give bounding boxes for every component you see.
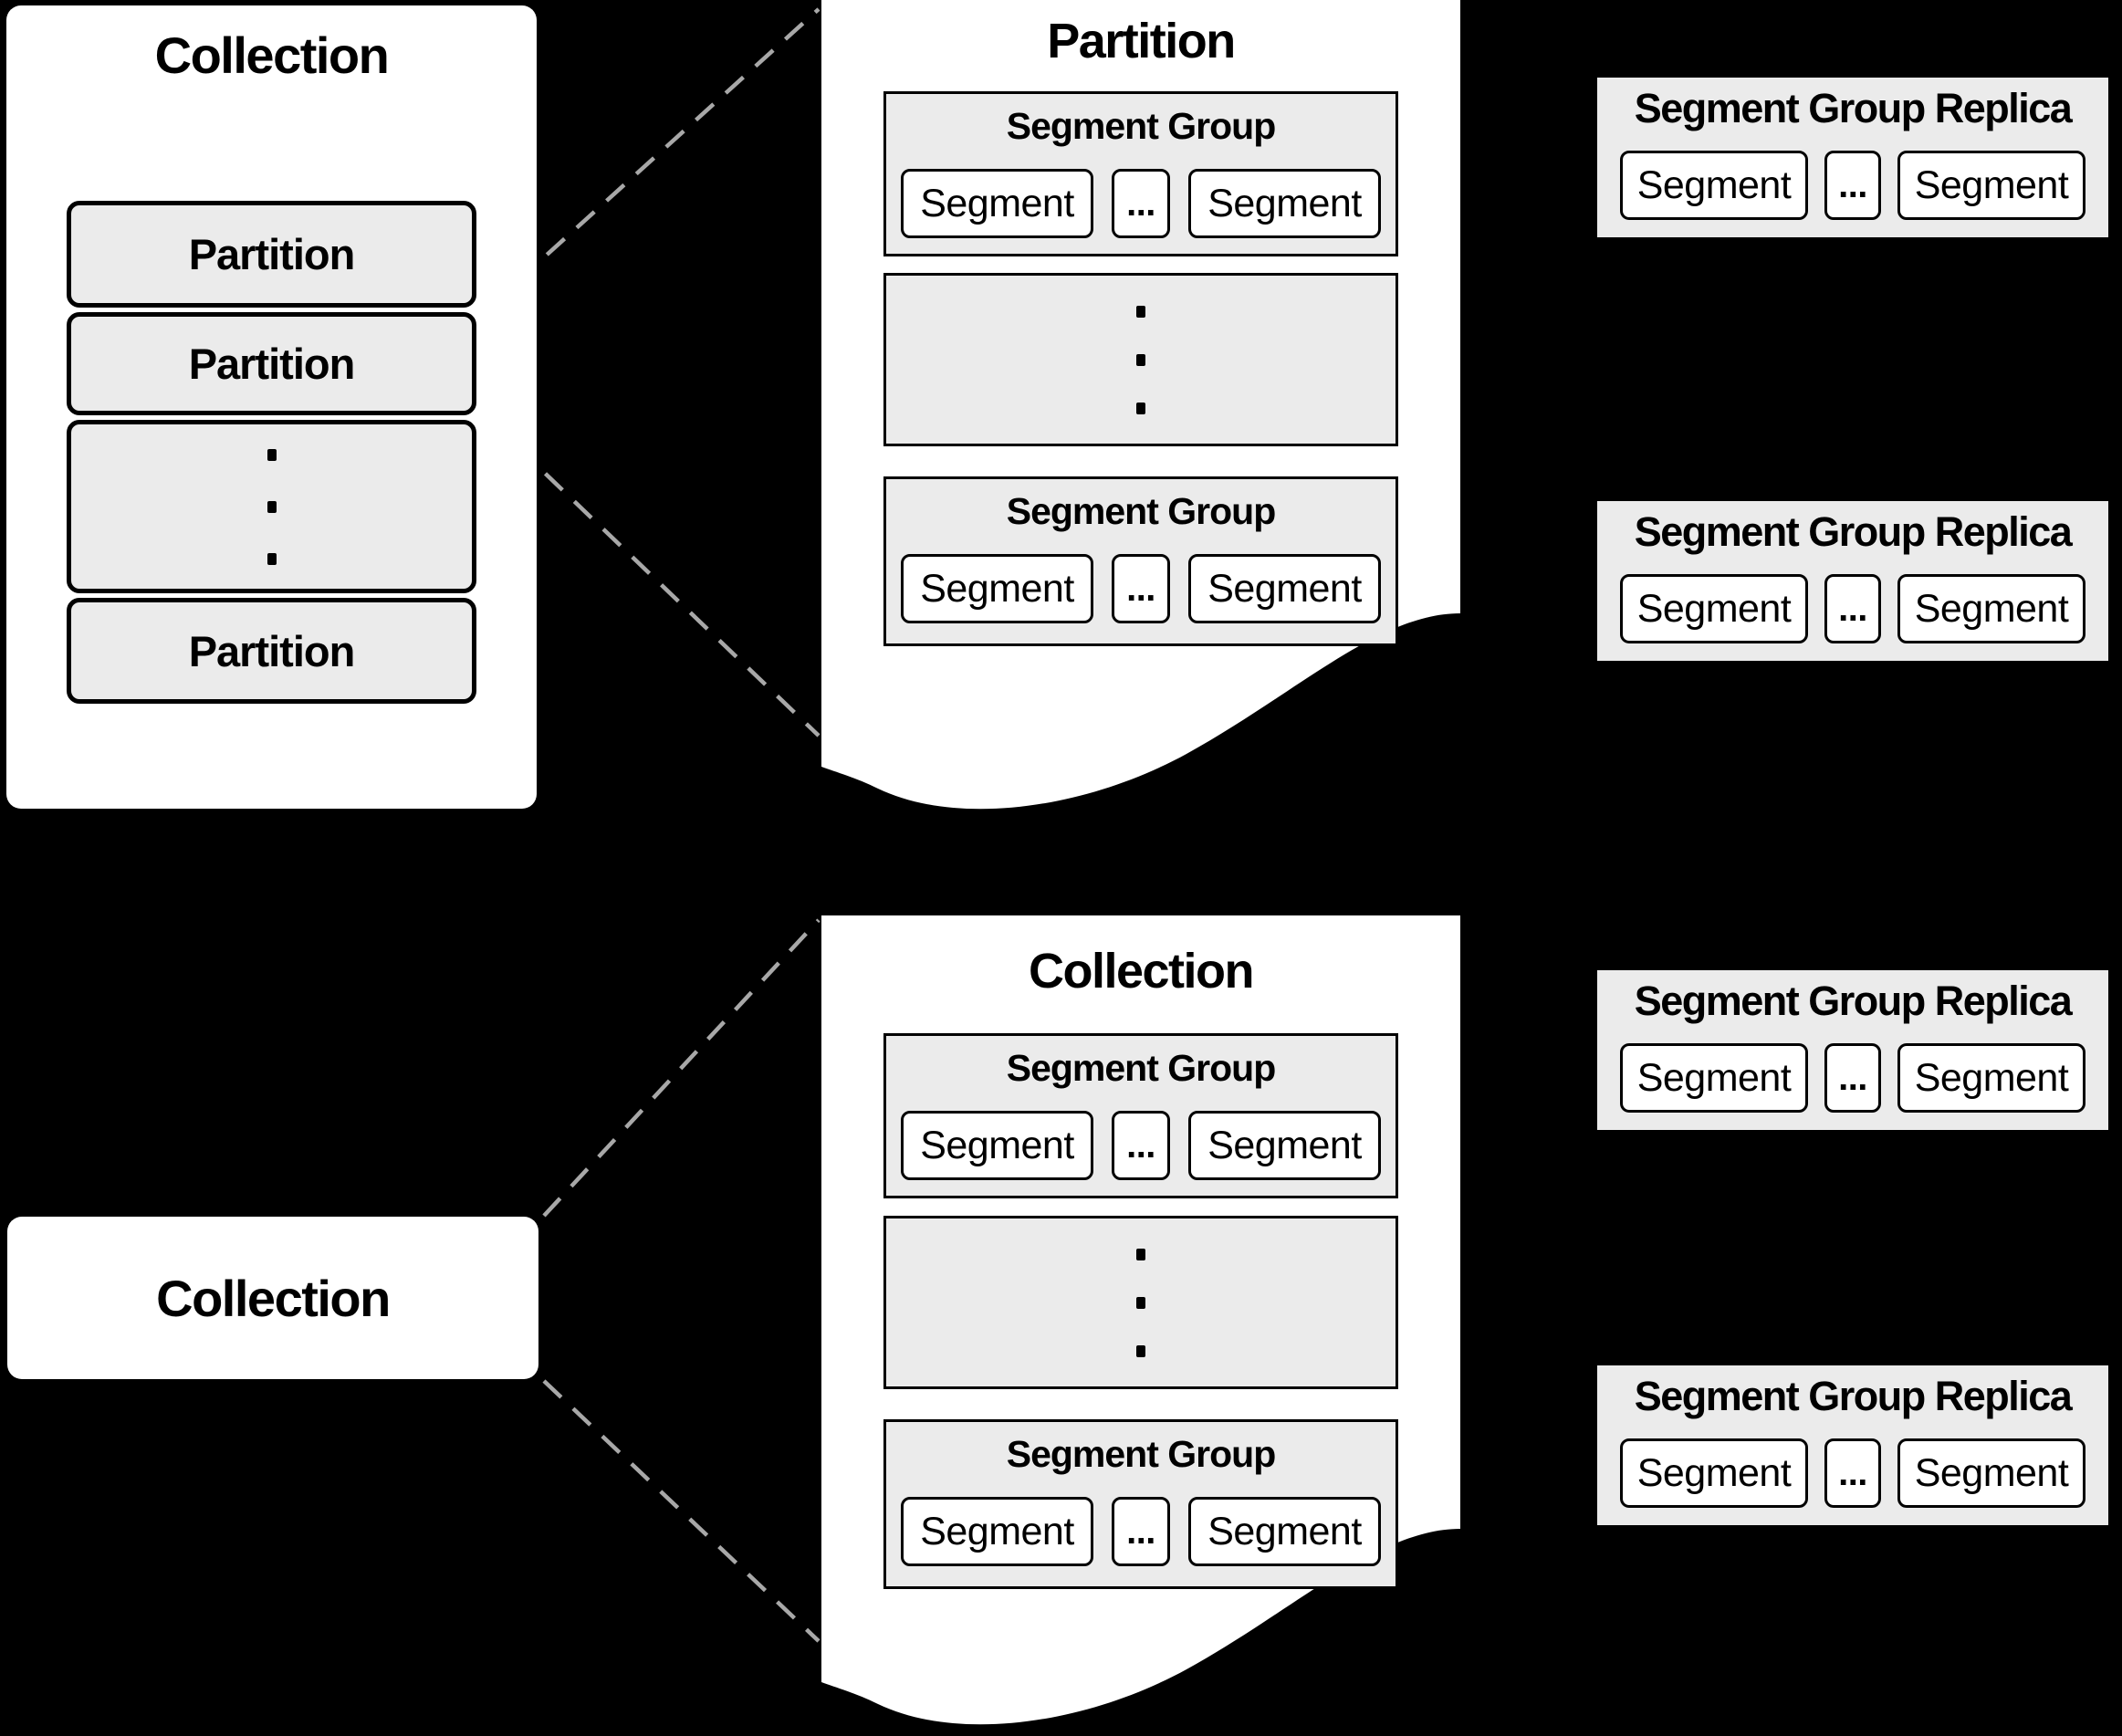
segment-group-replica: Segment Group Replica Segment ... Segmen… — [1597, 1365, 2108, 1525]
dashed-connector-line — [486, 416, 821, 737]
segment-box: Segment — [1897, 151, 2085, 220]
partition-box: Partition — [67, 598, 476, 704]
collection-detail-title: Collection — [1028, 944, 1255, 999]
dashed-connector-line — [542, 1379, 821, 1643]
replica-title: Segment Group Replica — [1634, 978, 2073, 1024]
segment-group-title: Segment Group — [1006, 105, 1277, 147]
ellipsis-box: ... — [1824, 151, 1881, 220]
segment-box: Segment — [901, 1111, 1093, 1180]
ellipsis-box: ... — [1112, 169, 1170, 238]
segment-group: Segment Group Segment ... Segment — [883, 91, 1398, 256]
replica-title: Segment Group Replica — [1634, 508, 2073, 555]
ellipsis-box: ... — [1112, 1111, 1170, 1180]
ellipsis-box: ... — [1824, 574, 1881, 643]
segment-box: Segment — [1620, 574, 1808, 643]
partition-detail-panel: Partition Segment Group Segment ... Segm… — [821, 0, 1460, 826]
segment-group-title: Segment Group — [1006, 490, 1277, 532]
ellipsis-box: ... — [1112, 1497, 1170, 1566]
partition-detail-title: Partition — [1047, 14, 1236, 68]
segment-box: Segment — [901, 554, 1093, 623]
segment-group-ellipsis-box — [883, 273, 1398, 446]
partition-ellipsis-box — [67, 420, 476, 593]
segment-group-replica: Segment Group Replica Segment ... Segmen… — [1597, 970, 2108, 1130]
segment-row: Segment ... Segment — [886, 169, 1396, 238]
segment-box: Segment — [1188, 1497, 1381, 1566]
vertical-ellipsis-icon — [886, 276, 1396, 444]
segment-box: Segment — [1897, 1043, 2085, 1113]
collection-panel-title: Collection — [154, 26, 390, 84]
ellipsis-box: ... — [1824, 1438, 1881, 1508]
segment-row: Segment ... Segment — [1597, 1043, 2108, 1113]
segment-group-title: Segment Group — [1006, 1047, 1277, 1089]
segment-group-ellipsis-box — [883, 1216, 1398, 1389]
segment-box: Segment — [1897, 574, 2085, 643]
segment-row: Segment ... Segment — [1597, 1438, 2108, 1508]
partition-box: Partition — [67, 312, 476, 415]
segment-box: Segment — [1188, 554, 1381, 623]
dashed-connector-line — [486, 7, 821, 310]
collection-panel: Collection Partition Partition Partition — [6, 5, 537, 809]
segment-box: Segment — [1620, 1043, 1808, 1113]
vertical-ellipsis-icon — [267, 424, 277, 589]
segment-box: Segment — [1620, 1438, 1808, 1508]
ellipsis-box: ... — [1112, 554, 1170, 623]
ellipsis-box: ... — [1824, 1043, 1881, 1113]
segment-box: Segment — [1620, 151, 1808, 220]
partition-box: Partition — [67, 201, 476, 308]
segment-group-replica: Segment Group Replica Segment ... Segmen… — [1597, 78, 2108, 237]
segment-box: Segment — [1188, 169, 1381, 238]
segment-row: Segment ... Segment — [886, 1111, 1396, 1180]
segment-group-replica: Segment Group Replica Segment ... Segmen… — [1597, 501, 2108, 661]
replica-title: Segment Group Replica — [1634, 85, 2073, 131]
segment-box: Segment — [1897, 1438, 2085, 1508]
collection-detail-panel: Collection Segment Group Segment ... Seg… — [821, 915, 1460, 1736]
segment-group-title: Segment Group — [1006, 1433, 1277, 1475]
segment-box: Segment — [901, 169, 1093, 238]
segment-row: Segment ... Segment — [886, 1497, 1396, 1566]
segment-group: Segment Group Segment ... Segment — [883, 476, 1398, 646]
dashed-connector-line — [542, 918, 821, 1218]
segment-row: Segment ... Segment — [1597, 151, 2108, 220]
segment-row: Segment ... Segment — [886, 554, 1396, 623]
segment-box: Segment — [1188, 1111, 1381, 1180]
collection-box: Collection — [7, 1217, 538, 1379]
vertical-ellipsis-icon — [886, 1218, 1396, 1386]
segment-group: Segment Group Segment ... Segment — [883, 1033, 1398, 1198]
segment-group: Segment Group Segment ... Segment — [883, 1419, 1398, 1589]
replica-title: Segment Group Replica — [1634, 1373, 2073, 1419]
segment-box: Segment — [901, 1497, 1093, 1566]
segment-row: Segment ... Segment — [1597, 574, 2108, 643]
collection-box-title: Collection — [156, 1269, 391, 1327]
